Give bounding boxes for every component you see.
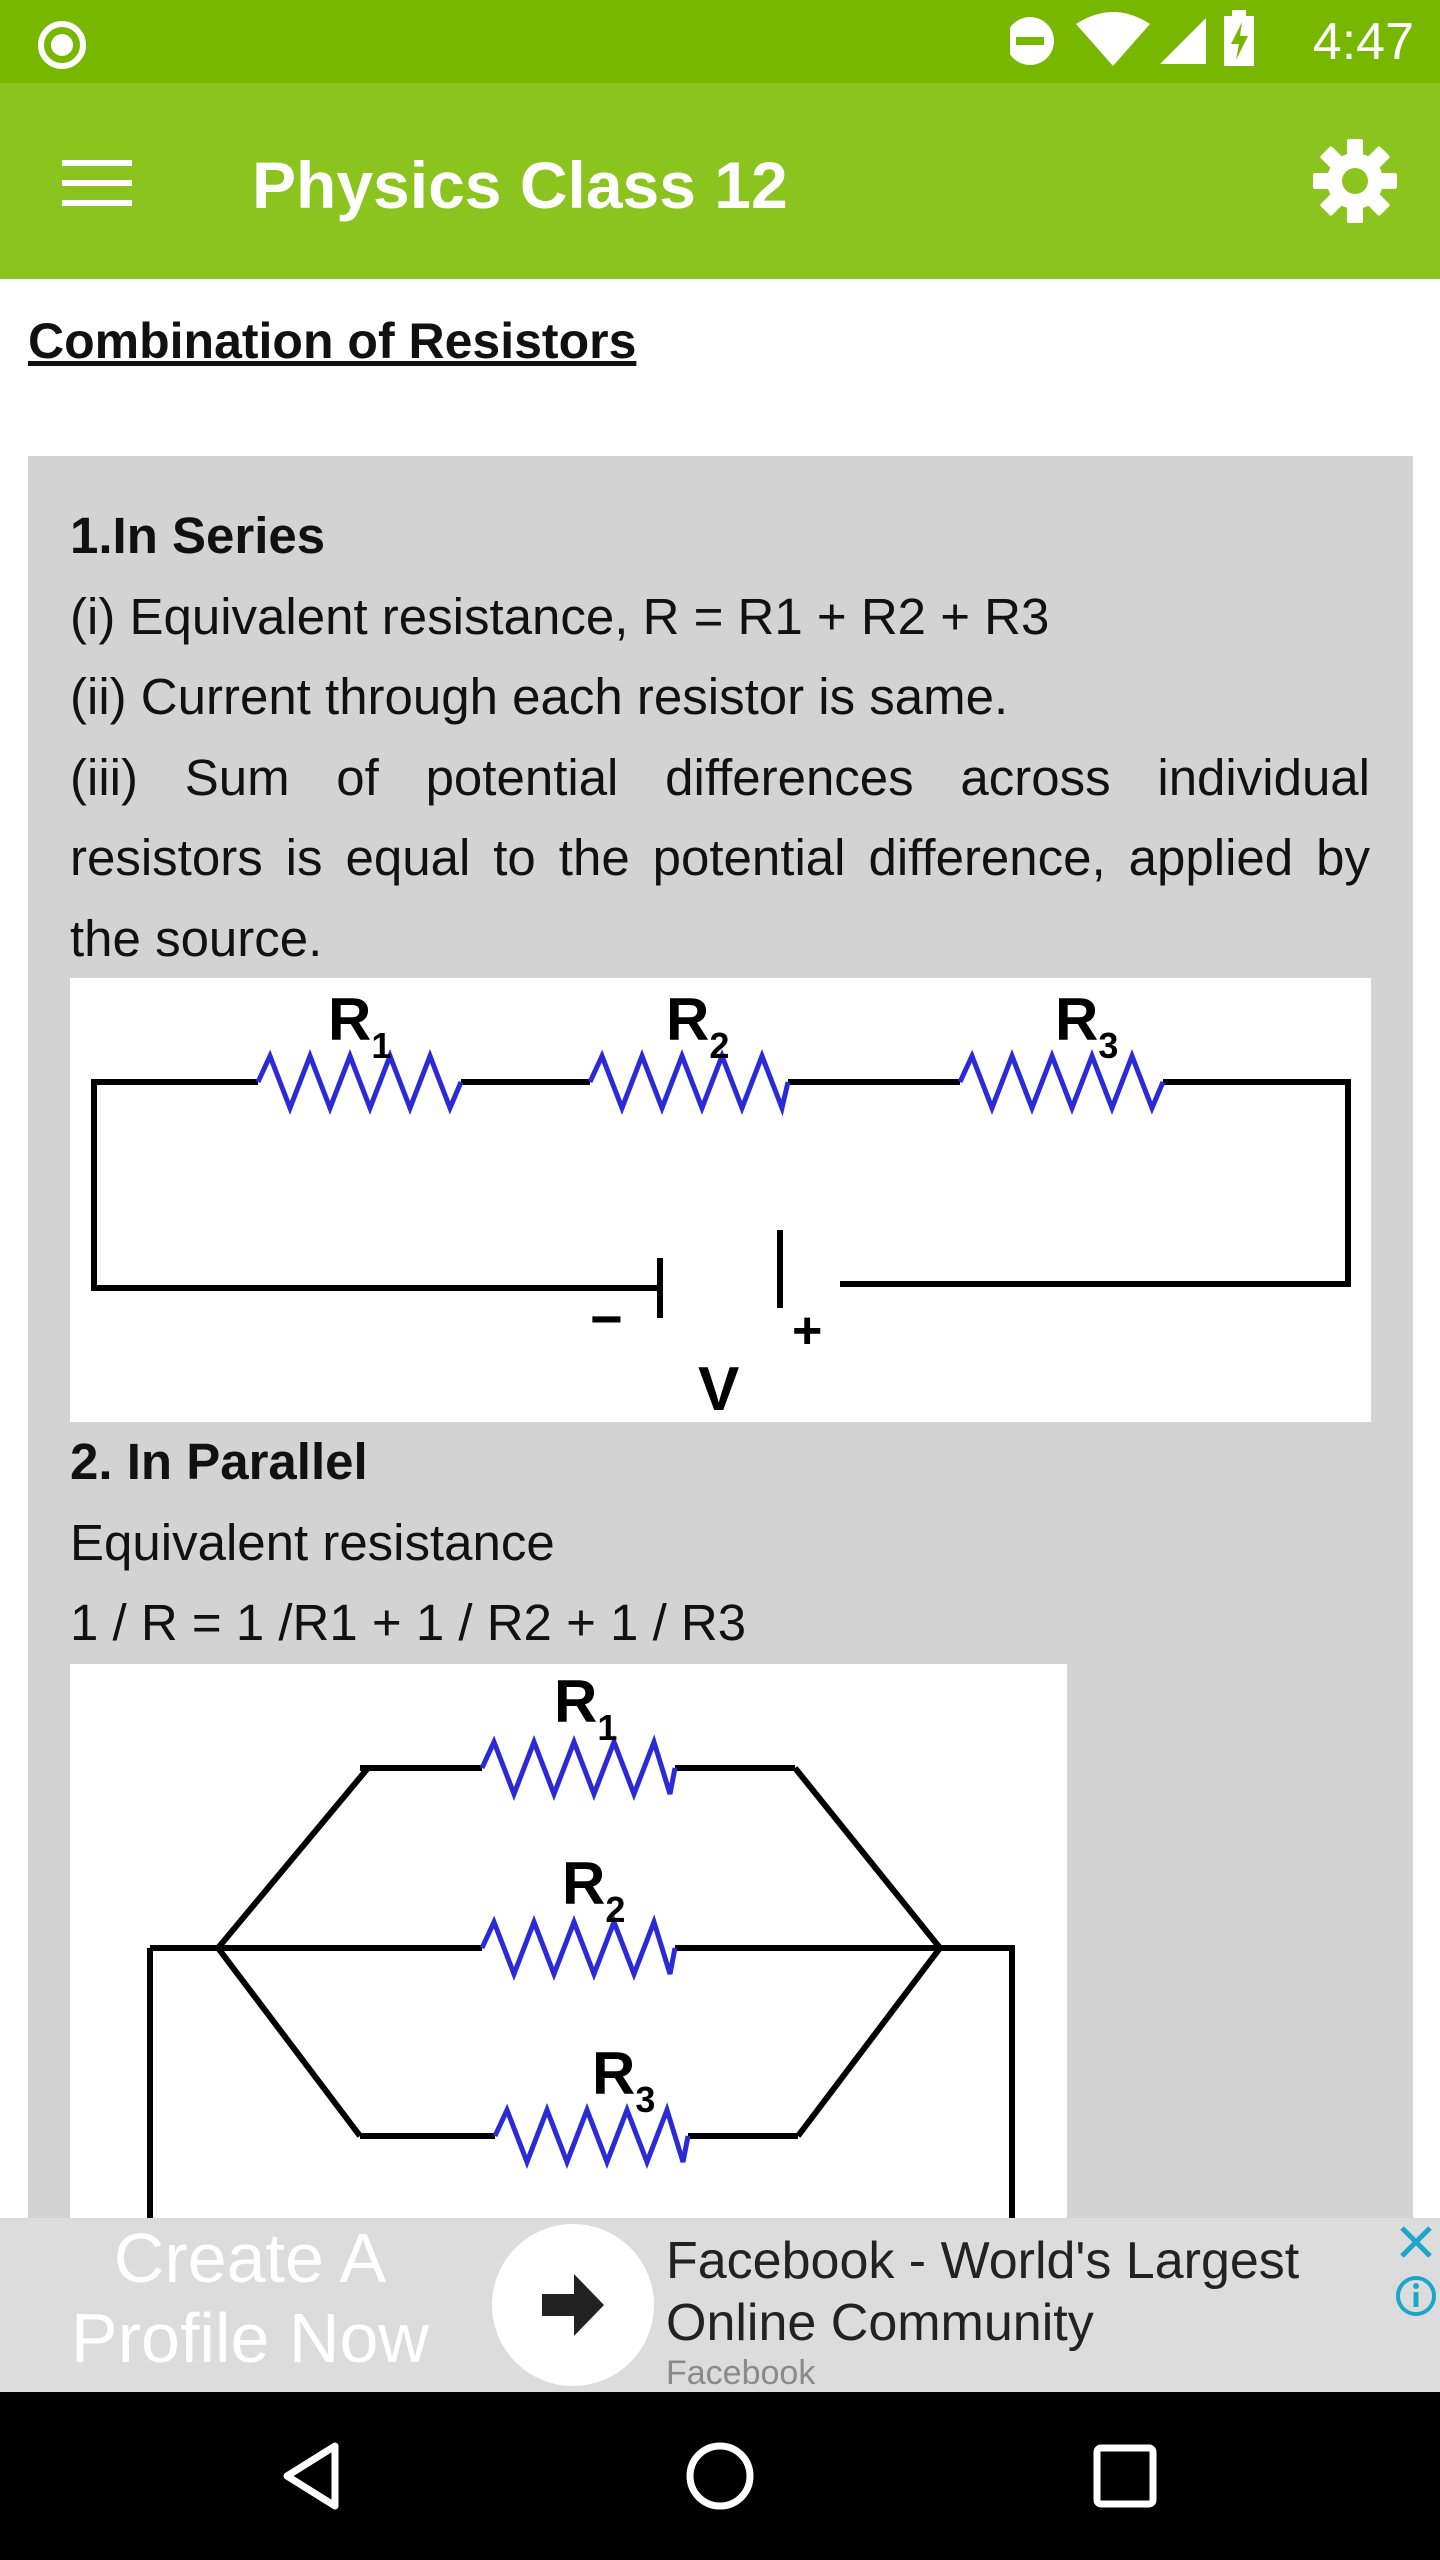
series-circuit-svg: R1 R2 R3 − + V xyxy=(91,986,1351,1424)
parallel-circuit-svg: R1 R2 R3 xyxy=(147,1668,1015,2218)
parallel-title: 2. In Parallel xyxy=(70,1433,368,1490)
parallel-section: 2. In Parallel Equivalent resistance 1 /… xyxy=(70,1422,1370,1664)
parallel-line-2: 1 / R = 1 /R1 + 1 / R2 + 1 / R3 xyxy=(70,1594,747,1651)
app-title: Physics Class 12 xyxy=(252,148,788,222)
battery-minus-label: − xyxy=(590,1287,623,1350)
series-section: 1.In Series (i) Equivalent resistance, R… xyxy=(70,496,1370,979)
arrow-right-icon xyxy=(542,2274,604,2336)
ad-arrow-button[interactable] xyxy=(492,2224,654,2386)
navigation-bar xyxy=(0,2392,1440,2560)
gear-icon[interactable] xyxy=(1312,138,1398,224)
status-ring-icon xyxy=(38,21,86,69)
ad-source: Facebook xyxy=(666,2354,816,2392)
series-label-r2: R2 xyxy=(666,986,729,1066)
do-not-disturb-icon xyxy=(1010,17,1054,65)
content-box: 1.In Series (i) Equivalent resistance, R… xyxy=(28,456,1413,2218)
hamburger-menu-icon[interactable] xyxy=(62,158,132,208)
status-icons xyxy=(1010,10,1254,66)
close-icon[interactable] xyxy=(1394,2220,1438,2264)
series-line-1: (i) Equivalent resistance, R = R1 + R2 +… xyxy=(70,587,1050,645)
series-line-2: (ii) Current through each resistor is sa… xyxy=(70,668,1009,725)
signal-icon xyxy=(1160,18,1206,64)
series-line-3: (iii) Sum of potential differences acros… xyxy=(70,748,1370,967)
battery-voltage-label: V xyxy=(698,1355,739,1422)
series-title: 1.In Series xyxy=(70,507,326,564)
series-label-r1: R1 xyxy=(328,986,391,1066)
ad-title[interactable]: Facebook - World's Largest Online Commun… xyxy=(666,2232,1300,2352)
battery-plus-label: + xyxy=(792,1302,822,1360)
recents-icon[interactable] xyxy=(1085,2436,1165,2516)
parallel-line-1: Equivalent resistance xyxy=(70,1513,555,1571)
series-label-r3: R3 xyxy=(1055,986,1118,1066)
series-circuit-diagram: R1 R2 R3 − + V xyxy=(70,978,1371,1424)
parallel-circuit-diagram: R1 R2 R3 xyxy=(70,1664,1067,2218)
app-bar: Physics Class 12 xyxy=(0,83,1440,279)
parallel-label-r1: R1 xyxy=(554,1668,617,1748)
parallel-label-r2: R2 xyxy=(562,1850,625,1930)
status-time: 4:47 xyxy=(1312,13,1414,71)
wifi-icon xyxy=(1076,12,1150,66)
ad-banner[interactable]: Create A Profile Now Facebook - World's … xyxy=(0,2218,1440,2392)
info-icon[interactable] xyxy=(1394,2274,1438,2318)
battery-charging-icon xyxy=(1224,10,1254,66)
parallel-label-r3: R3 xyxy=(592,2040,655,2120)
page-heading: Combination of Resistors xyxy=(28,313,637,369)
ad-cta-text[interactable]: Create A Profile Now xyxy=(71,2219,429,2377)
status-bar: 4:47 xyxy=(0,0,1440,83)
back-icon[interactable] xyxy=(275,2436,355,2516)
home-icon[interactable] xyxy=(680,2436,760,2516)
